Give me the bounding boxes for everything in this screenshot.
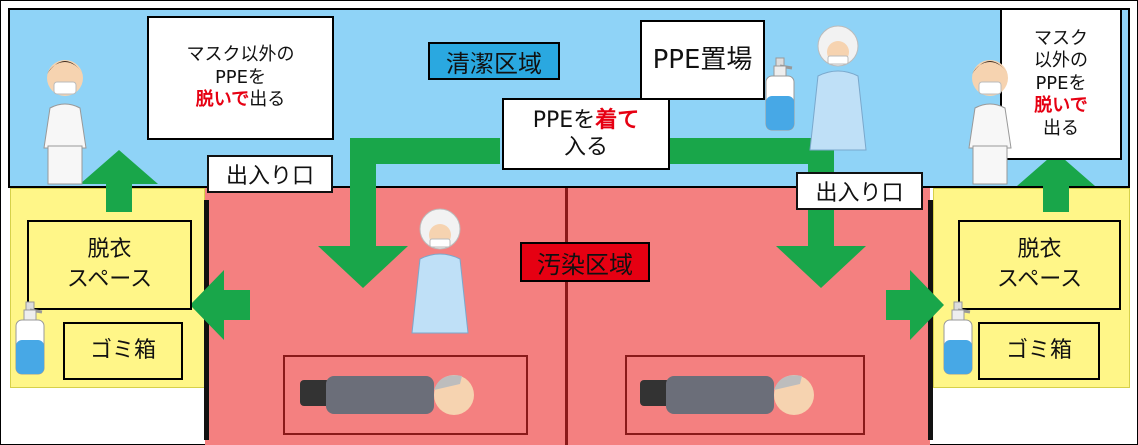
arrow-to-left-undress-icon [190, 270, 224, 340]
sanitizer-bottle-icon [15, 301, 45, 375]
right-trash-label: ゴミ箱 [978, 322, 1100, 380]
nurse-icon [968, 60, 1012, 185]
sanitizer-bottle-icon [943, 301, 973, 375]
arrow-path-left-vertical [350, 138, 376, 248]
arrow-to-right-undress-stem [886, 290, 914, 320]
arrow-path-right-horizontal [670, 138, 830, 164]
left-door-label: 出入り口 [207, 155, 333, 193]
right-doff-emphasis: 脱いで [1034, 95, 1088, 117]
left-doff-line1: マスク以外の [186, 44, 295, 66]
patient-in-bed-icon [300, 375, 474, 415]
don-line1: PPEを着て [533, 107, 639, 135]
sanitizer-bottle-icon [765, 57, 795, 131]
right-doff-line5: 出る [1043, 117, 1079, 139]
arrow-left-up-stem [106, 182, 132, 212]
left-undress-line2: スペース [66, 267, 153, 292]
left-undress-line1: 脱衣 [87, 237, 132, 263]
arrow-right-down-icon [776, 246, 866, 288]
room-divider [565, 188, 568, 445]
left-doff-line3: 脱いで出る [196, 89, 285, 112]
don-emphasis: 着て [595, 107, 640, 133]
arrow-right-up-stem [1043, 184, 1069, 212]
left-trash-label: ゴミ箱 [63, 322, 183, 380]
right-wall [928, 200, 933, 440]
don-head: PPEを [532, 107, 596, 133]
contaminated-zone-label: 汚染区域 [520, 242, 650, 282]
don-line2: 入る [563, 135, 608, 160]
arrow-to-right-undress-icon [910, 270, 944, 340]
patient-bed-left [283, 355, 528, 435]
ppe-gowned-person-icon [809, 25, 867, 151]
right-undress-line2: スペース [996, 267, 1083, 292]
left-doff-emphasis: 脱いで [195, 89, 250, 111]
nurse-icon [43, 60, 87, 185]
left-undress-space-label: 脱衣 スペース [27, 220, 192, 310]
arrow-to-left-undress-stem [222, 290, 250, 320]
clean-zone-label: 清潔区域 [428, 42, 560, 80]
right-door-label: 出入り口 [796, 172, 923, 210]
arrow-path-right-vertical [808, 210, 834, 248]
arrow-left-down-icon [318, 246, 408, 288]
don-instruction: PPEを着て 入る [502, 98, 670, 170]
right-doff-line1: マスク [1034, 27, 1088, 49]
right-undress-line1: 脱衣 [1017, 237, 1062, 263]
arrow-left-up-icon [80, 150, 158, 184]
patient-in-bed-icon [640, 375, 814, 415]
left-doff-instruction: マスク以外の PPEを 脱いで出る [147, 16, 334, 140]
arrow-right-up-icon [1017, 152, 1095, 186]
right-undress-space-label: 脱衣 スペース [958, 220, 1121, 310]
patient-bed-right [625, 355, 865, 435]
right-doff-instruction: マスク 以外の PPEを 脱いで 出る [1000, 8, 1122, 160]
right-doff-line3: PPEを [1035, 72, 1087, 94]
ppe-gowned-person-icon [411, 208, 469, 334]
ppe-storage-label: PPE置場 [640, 20, 765, 100]
left-doff-line2: PPEを [214, 66, 267, 88]
right-doff-line2: 以外の [1034, 50, 1088, 72]
left-doff-tail: 出る [249, 89, 286, 111]
